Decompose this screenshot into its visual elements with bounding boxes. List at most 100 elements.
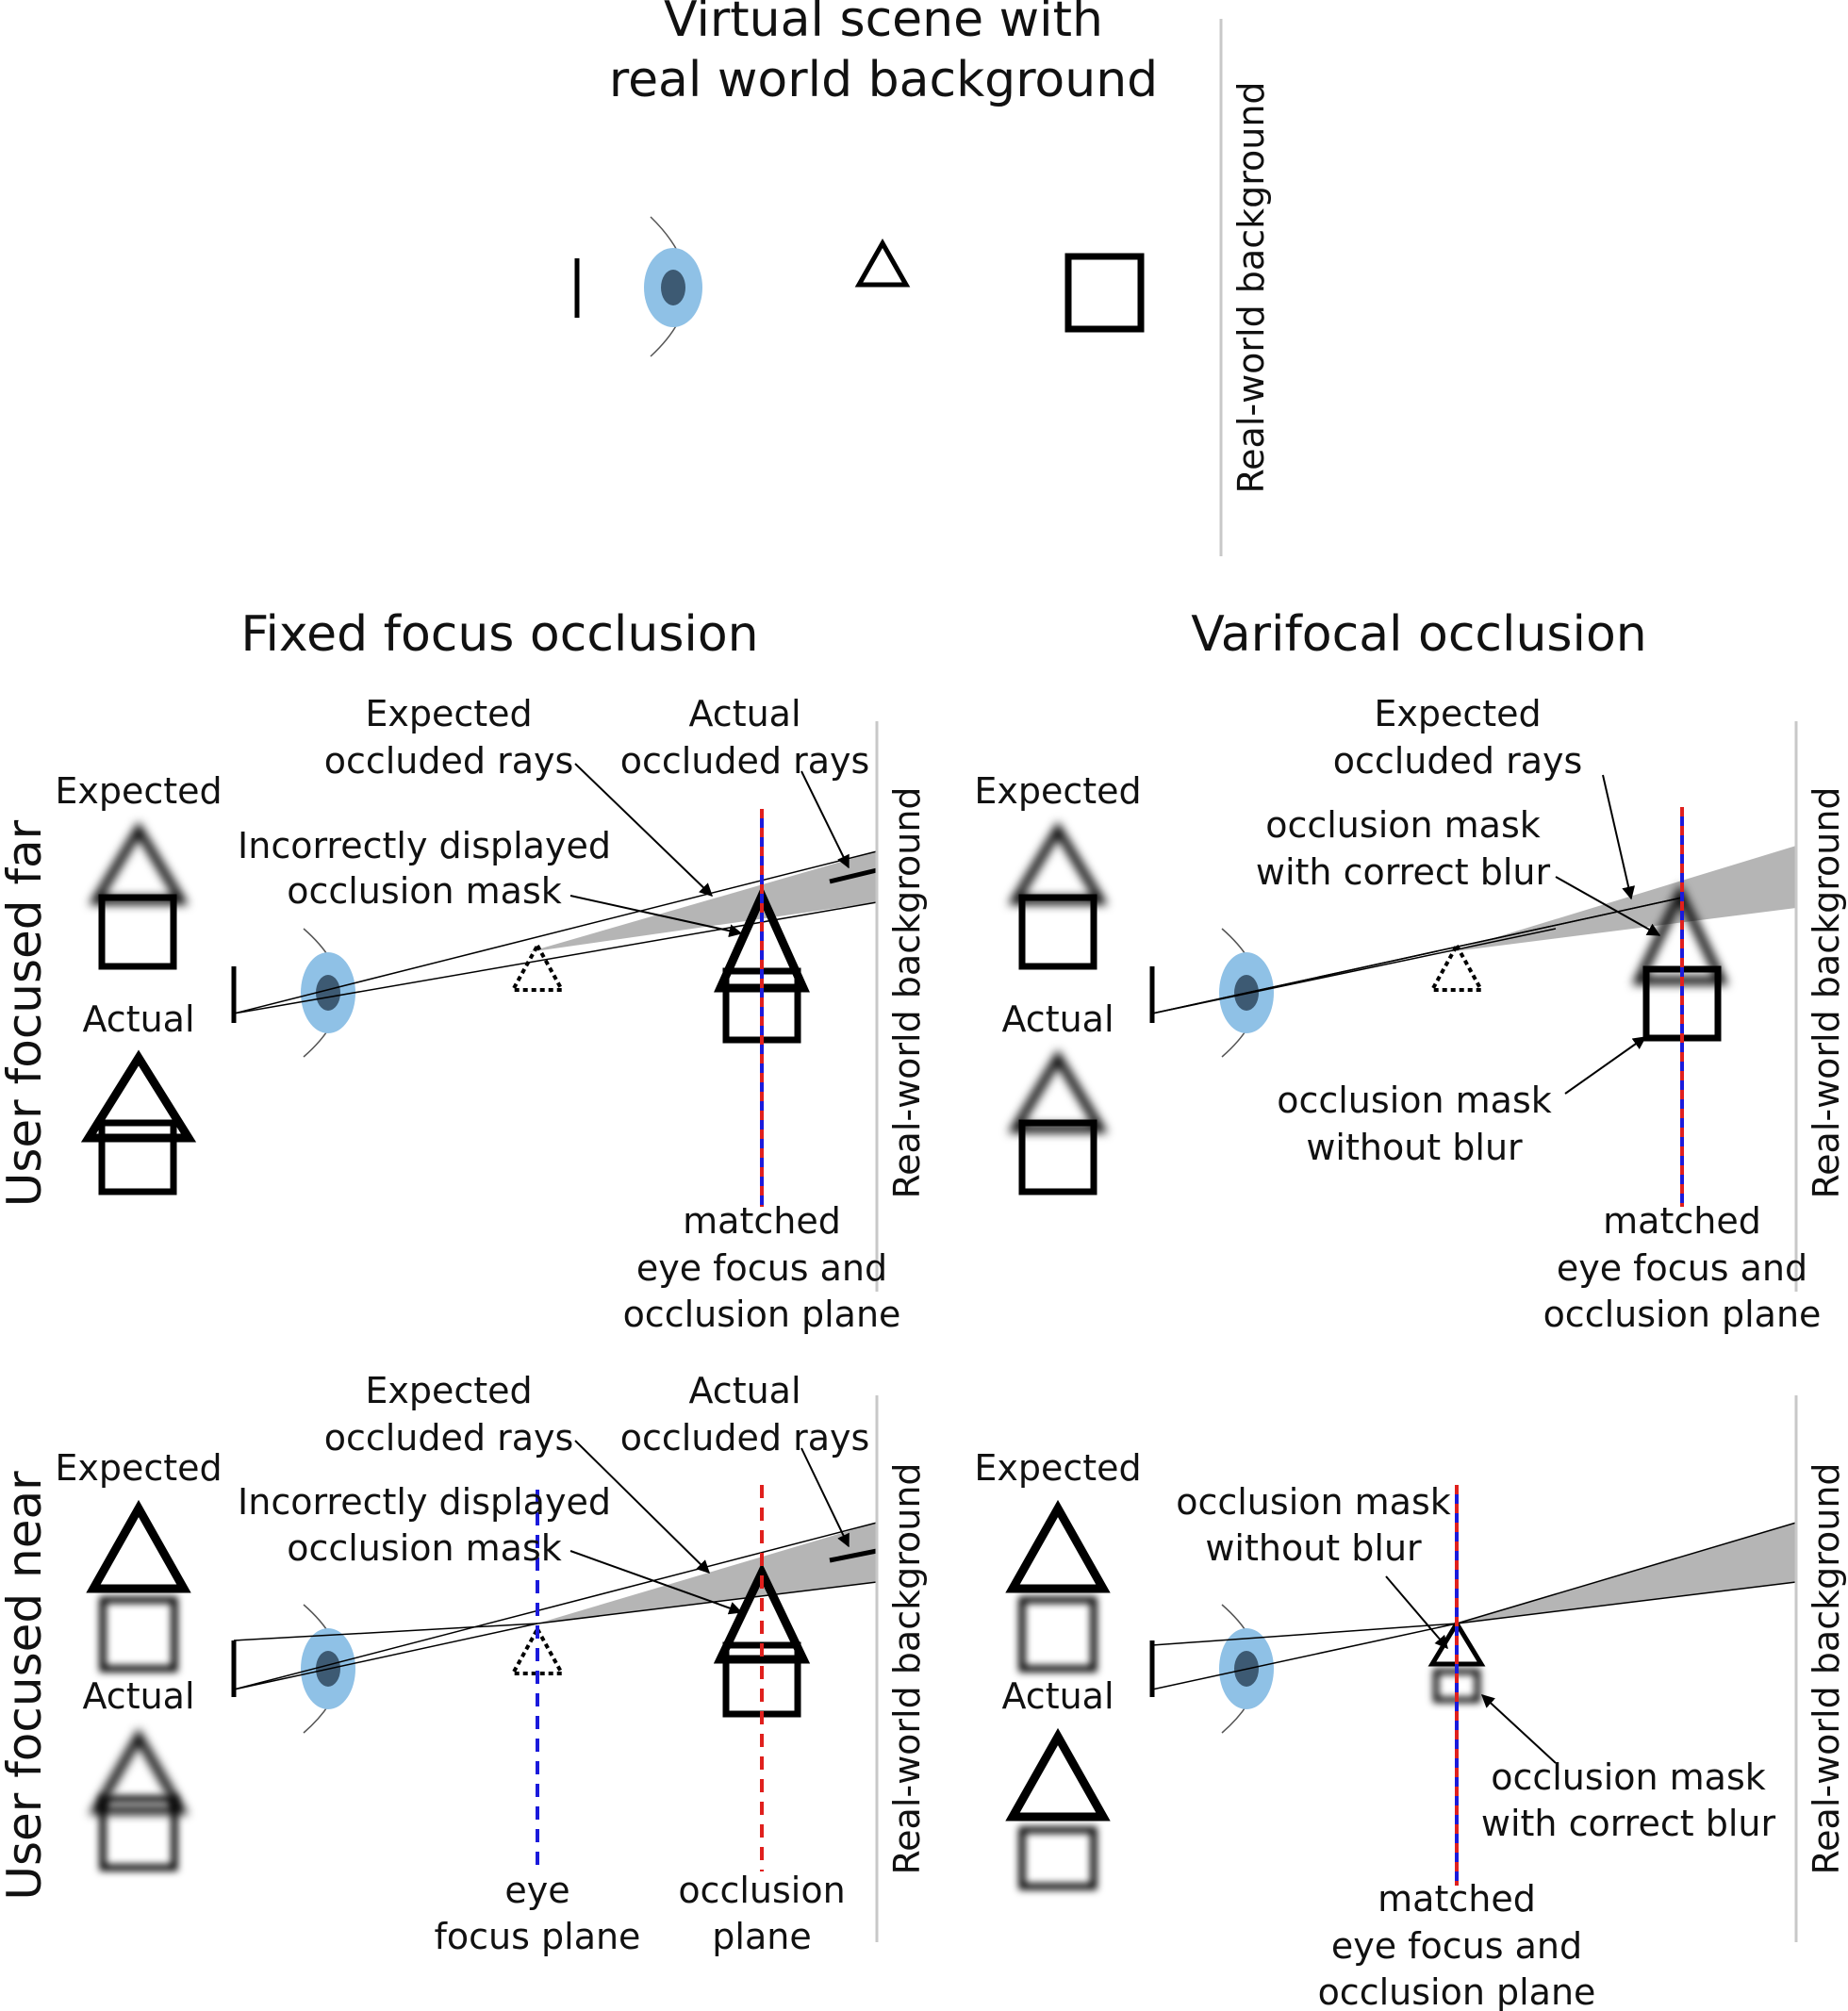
ray [1151, 928, 1557, 1014]
actual-label: Actual [82, 998, 194, 1040]
blur-mask-label-1: occlusion mask [1265, 804, 1541, 846]
actual-rays-label-2: occluded rays [620, 740, 870, 782]
arrow [1564, 1036, 1647, 1095]
ray [1151, 897, 1683, 1014]
sharp-mask-label-1: occlusion mask [1277, 1080, 1552, 1121]
panel-varifocal-far: Expected Actual Real-world background Ex… [974, 693, 1847, 1335]
actual-label: Actual [1001, 998, 1114, 1040]
actual-rays-label-2: occluded rays [620, 1417, 870, 1459]
occlusion-plane-label-1: occlusion [678, 1870, 845, 1911]
ray [1151, 1623, 1458, 1690]
real-square [1064, 253, 1145, 333]
eye-icon [644, 216, 702, 357]
blur-mask-label-2: with correct blur [1256, 851, 1551, 893]
column-title-varifocal: Varifocal occlusion [1191, 606, 1647, 663]
occlusion-plane-label-2: plane [712, 1916, 811, 1957]
expected-label: Expected [974, 1447, 1141, 1489]
arrow [574, 1440, 710, 1574]
eye-plane-label-1: eye [504, 1870, 569, 1911]
top-title-line2: real world background [609, 52, 1158, 108]
occluded-ray-wedge [528, 851, 877, 952]
plane-label-2: eye focus and [1331, 1925, 1582, 1967]
ray [1151, 1623, 1458, 1646]
expected-rays-label-2: occluded rays [324, 740, 574, 782]
expected-preview [89, 821, 189, 970]
plane-label-1: matched [683, 1200, 841, 1242]
row-label-far: User focused far [0, 819, 52, 1207]
expected-rays-label-1: Expected [365, 693, 532, 734]
expected-preview [86, 1499, 191, 1673]
actual-label: Actual [82, 1675, 194, 1717]
panel-fixed-far: Expected Actual Real-world background Ex… [55, 693, 928, 1335]
actual-preview [89, 1727, 189, 1871]
displayed-mask-triangle [713, 1562, 811, 1664]
virtual-triangle-dotted [1428, 941, 1485, 992]
top-title-line1: Virtual scene with [664, 0, 1103, 48]
arrow [1555, 876, 1661, 936]
actual-preview [1008, 1049, 1108, 1195]
ray [233, 1623, 538, 1641]
plane-label-2: eye focus and [636, 1247, 887, 1289]
sharp-mask-label-2: without blur [1306, 1127, 1523, 1168]
ray [233, 850, 878, 1014]
arrow [569, 1550, 743, 1615]
expected-label: Expected [55, 1447, 222, 1489]
occluded-ray-wedge [537, 1523, 877, 1624]
virtual-triangle-dotted [509, 941, 566, 992]
row-label-near: User focused near [0, 1471, 52, 1901]
plane-label-1: matched [1378, 1878, 1536, 1920]
actual-preview [80, 1049, 197, 1195]
sharp-mask-label-1: occlusion mask [1176, 1481, 1451, 1523]
panel-fixed-near: Expected Actual Real-world background [55, 1370, 928, 1957]
plane-label-2: eye focus and [1557, 1247, 1807, 1289]
ray [1456, 1581, 1797, 1624]
expected-preview [1008, 821, 1108, 970]
arrow [1602, 774, 1636, 900]
mask-label-1: Incorrectly displayed [238, 825, 611, 866]
ray [1456, 1522, 1797, 1624]
thin-wedge [829, 867, 878, 884]
background-label: Real-world background [886, 1462, 928, 1874]
actual-rays-label-1: Actual [688, 1370, 800, 1411]
background-label: Real-world background [1806, 786, 1847, 1198]
plane-label-1: matched [1603, 1200, 1761, 1242]
blur-mask-label-1: occlusion mask [1491, 1756, 1766, 1798]
arrow [574, 763, 714, 897]
expected-label: Expected [974, 770, 1141, 812]
plane-label-3: occlusion plane [1318, 1971, 1596, 2011]
top-scene: Virtual scene with real world background… [574, 0, 1272, 556]
expected-rays-label-1: Expected [365, 1370, 532, 1411]
thin-wedge [829, 1548, 878, 1563]
expected-rays-label-2: occluded rays [1333, 740, 1583, 782]
column-title-fixed: Fixed focus occlusion [240, 606, 758, 663]
ray [233, 1623, 538, 1690]
actual-label: Actual [1001, 1675, 1114, 1717]
panel-varifocal-near: Expected Actual Real-world background oc… [974, 1395, 1847, 2011]
virtual-triangle [854, 238, 911, 288]
plane-label-3: occlusion plane [1543, 1294, 1822, 1335]
plane-label-3: occlusion plane [623, 1294, 901, 1335]
arrow [800, 770, 850, 869]
sharp-mask-label-2: without blur [1205, 1527, 1422, 1569]
arrow [800, 1447, 850, 1548]
background-label: Real-world background [1806, 1462, 1847, 1874]
ray [536, 1581, 878, 1624]
actual-preview [1005, 1727, 1111, 1890]
actual-rays-label-1: Actual [688, 693, 800, 734]
expected-rays-label-1: Expected [1374, 693, 1541, 734]
expected-preview [1005, 1499, 1111, 1673]
expected-label: Expected [55, 770, 222, 812]
eye-plane-label-2: focus plane [435, 1916, 641, 1957]
occluded-ray-wedge [1447, 846, 1796, 952]
ray [233, 1522, 878, 1690]
mask-label-2: occlusion mask [287, 1527, 562, 1569]
arrow [569, 895, 743, 938]
background-label: Real-world background [886, 786, 928, 1198]
expected-rays-label-2: occluded rays [324, 1417, 574, 1459]
arrow [1480, 1694, 1557, 1764]
eye-icon [301, 928, 355, 1058]
arrow [1385, 1575, 1448, 1650]
mask-label-1: Incorrectly displayed [238, 1481, 611, 1523]
background-label: Real-world background [1230, 81, 1272, 493]
